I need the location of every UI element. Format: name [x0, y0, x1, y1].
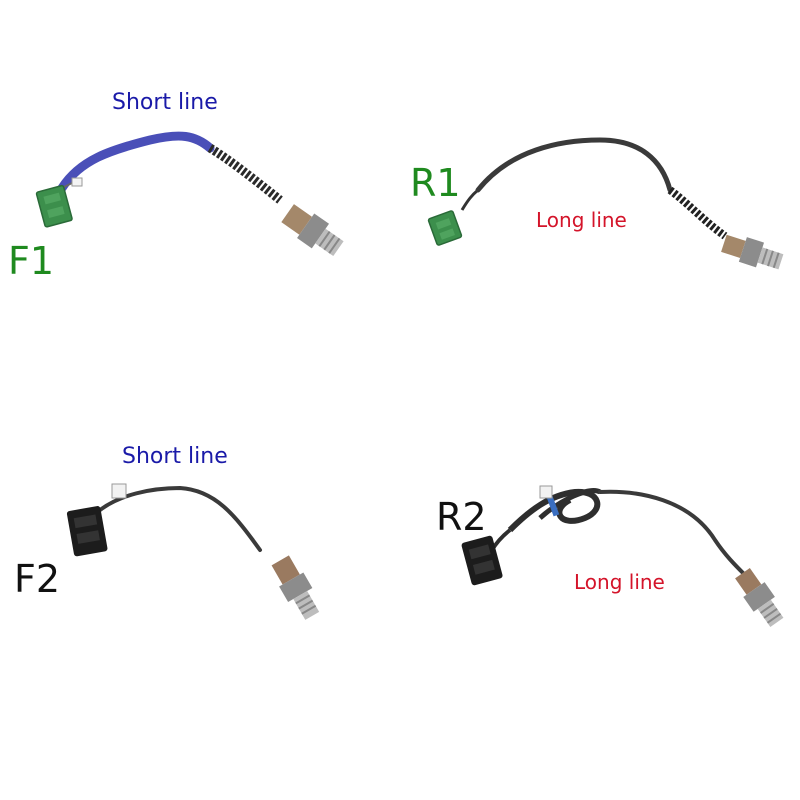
- sensor-r1-image: [427, 137, 784, 270]
- sensor-code-label: F1: [8, 239, 55, 283]
- sensor-code-label: R1: [410, 161, 461, 205]
- sensor-f2-image: [66, 483, 320, 620]
- sensor-r2-image: [461, 485, 784, 627]
- panel-f1: Short line F1: [0, 0, 400, 400]
- sensor-code-label: R2: [436, 495, 487, 539]
- panel-f2: Short line F2: [0, 400, 400, 800]
- panel-r1: R1 Long line: [400, 0, 800, 400]
- panel-r2: R2 Long line: [400, 400, 800, 800]
- sensor-code-label: F2: [14, 557, 61, 601]
- line-length-label: Short line: [112, 90, 218, 115]
- line-length-label: Long line: [536, 208, 627, 232]
- sensor-f1-image: [35, 131, 344, 257]
- line-length-label: Short line: [122, 444, 228, 469]
- line-length-label: Long line: [574, 570, 665, 594]
